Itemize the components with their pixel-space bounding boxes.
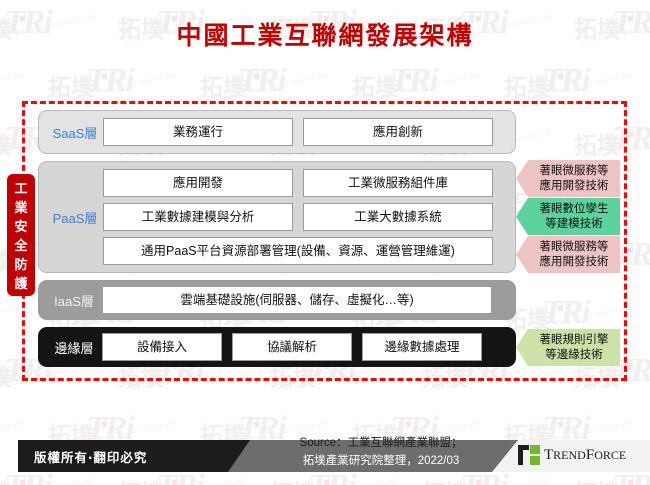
- layer-edge[interactable]: 邊緣層 設備接入 協議解析 邊緣數據處理: [38, 327, 516, 367]
- annotation-3-line2: 應用開發技術: [539, 255, 609, 268]
- paas-cell-data-modeling-analysis[interactable]: 工業數據建模與分析: [103, 203, 293, 231]
- annotation-1-line1: 著眼微服務等: [539, 164, 609, 177]
- footer-source-panel: [228, 440, 528, 472]
- security-bar-char: 護: [14, 276, 28, 291]
- layer-iaas-label: IaaS層: [54, 293, 94, 309]
- security-bar-char: 防: [14, 257, 28, 272]
- paas-row-2: 工業數據建模與分析 工業大數據系統: [103, 203, 507, 231]
- annotation-4-line1: 著眼規則引擎: [539, 333, 609, 346]
- annotation-2-line1: 著眼數位孿生: [539, 202, 609, 215]
- paas-cell-app-development[interactable]: 應用開發: [103, 169, 293, 197]
- annotation-4-line2: 等邊緣技術: [545, 348, 603, 361]
- footer-copyright-text: 版權所有‧翻印必究: [34, 451, 148, 465]
- footer-source-text: Source：工業互聯網產業聯盟； 拓墣產業研究院整理，2022/03: [236, 434, 526, 470]
- annotation-microservice-app-dev-top: 著眼微服務等 應用開發技術: [516, 160, 620, 197]
- security-bar-char: 安: [14, 219, 28, 234]
- trendforce-mark-icon: [518, 445, 540, 465]
- paas-cell-resource-deployment-management[interactable]: 通用PaaS平台資源部署管理(設備、資源、運營管理維運): [103, 237, 493, 265]
- security-bar-char: 工: [14, 181, 28, 196]
- footer-bar: 版權所有‧翻印必究 Source：工業互聯網產業聯盟； 拓墣產業研究院整理，20…: [0, 436, 650, 476]
- edge-cell-edge-data-processing[interactable]: 邊緣數據處理: [362, 333, 482, 361]
- annotation-2-line2: 等建模技術: [545, 217, 603, 230]
- layer-paas[interactable]: PaaS層 應用開發 工業微服務組件庫 工業數據建模與分析 工業大數據系統 通用…: [38, 161, 516, 273]
- footer-source-line1: Source：工業互聯網產業聯盟；: [299, 437, 463, 449]
- footer-source-line2: 拓墣產業研究院整理，2022/03: [302, 455, 460, 467]
- edge-cell-protocol-parsing[interactable]: 協議解析: [232, 333, 352, 361]
- trendforce-wordmark: TRENDFORCE: [544, 446, 627, 463]
- trendforce-logo: TRENDFORCE: [518, 445, 626, 465]
- industrial-security-bar: 工業安全防護: [7, 174, 35, 296]
- annotation-1-line2: 應用開發技術: [539, 179, 609, 192]
- paas-row-3: 通用PaaS平台資源部署管理(設備、資源、運營管理維運): [103, 237, 507, 265]
- annotation-digital-twin-modeling: 著眼數位孿生 等建模技術: [516, 198, 620, 235]
- paas-cell-microservice-library[interactable]: 工業微服務組件庫: [303, 169, 493, 197]
- security-bar-char: 業: [14, 200, 28, 215]
- edge-cell-device-access[interactable]: 設備接入: [102, 333, 222, 361]
- page-title: 中國工業互聯網發展架構: [176, 21, 474, 50]
- layer-paas-label: PaaS層: [52, 210, 98, 226]
- annotation-rule-engine-edge-tech: 著眼規則引擎 等邊緣技術: [516, 329, 620, 366]
- layer-saas-label: SaaS層: [52, 125, 98, 141]
- paas-row-1: 應用開發 工業微服務組件庫: [103, 169, 507, 197]
- paas-cell-big-data-system[interactable]: 工業大數據系統: [303, 203, 493, 231]
- layer-iaas[interactable]: IaaS層 雲端基礎設施(伺服器、儲存、虛擬化…等): [38, 280, 516, 320]
- annotation-microservice-app-dev-bottom: 著眼微服務等 應用開發技術: [516, 236, 620, 273]
- iaas-cell-cloud-infrastructure[interactable]: 雲端基礎設施(伺服器、儲存、虛擬化…等): [102, 286, 492, 314]
- security-bar-char: 全: [14, 238, 28, 253]
- saas-cell-business-operation[interactable]: 業務運行: [103, 118, 293, 146]
- layer-edge-label: 邊緣層: [54, 340, 94, 356]
- paas-cell-grid: 應用開發 工業微服務組件庫 工業數據建模與分析 工業大數據系統 通用PaaS平台…: [103, 169, 507, 265]
- saas-cell-application-innovation[interactable]: 應用創新: [303, 118, 493, 146]
- annotation-3-line1: 著眼微服務等: [539, 240, 609, 253]
- layer-saas[interactable]: SaaS層 業務運行 應用創新: [38, 110, 516, 154]
